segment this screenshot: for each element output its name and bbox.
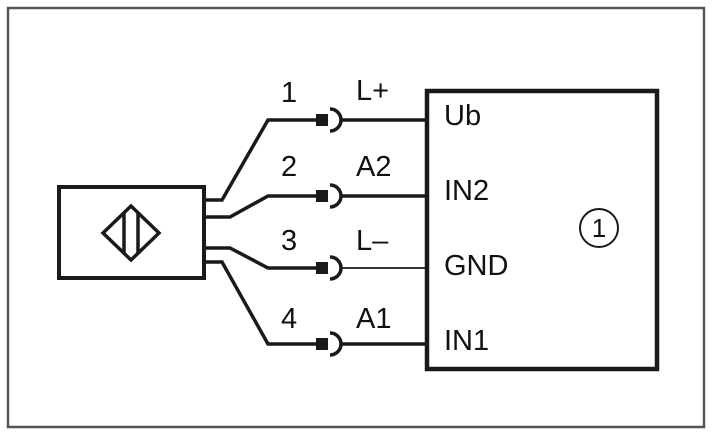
pin-number-2: 2: [281, 151, 297, 183]
connector-2: [316, 183, 343, 209]
signal-lines: [341, 118, 427, 346]
connectors: [316, 107, 343, 357]
sensor-body: [57, 185, 206, 280]
pin-number-4: 4: [281, 303, 297, 335]
wire-4: [204, 260, 318, 346]
signal-label-1: L+: [356, 75, 389, 107]
controller-badge-number: 1: [592, 213, 606, 243]
wire-2: [204, 194, 318, 219]
signal-label-2: A2: [356, 151, 391, 183]
controller-badge: 1: [579, 208, 619, 248]
signal-label-4: A1: [356, 303, 391, 335]
pin-number-1: 1: [281, 77, 297, 109]
terminal-label-3: GND: [444, 250, 508, 282]
connector-3: [316, 255, 343, 281]
connector-1: [316, 107, 343, 133]
wire-1: [204, 118, 318, 202]
cable: [204, 118, 318, 346]
terminal-label-2: IN2: [444, 175, 489, 207]
inductive-sensor-icon: [100, 203, 162, 263]
terminal-label-1: Ub: [444, 100, 481, 132]
wire-3: [204, 246, 318, 270]
connector-4: [316, 331, 343, 357]
terminal-label-4: IN1: [444, 325, 489, 357]
sensor: [57, 185, 206, 280]
pin-number-3: 3: [281, 225, 297, 257]
signal-label-3: L–: [356, 225, 389, 257]
